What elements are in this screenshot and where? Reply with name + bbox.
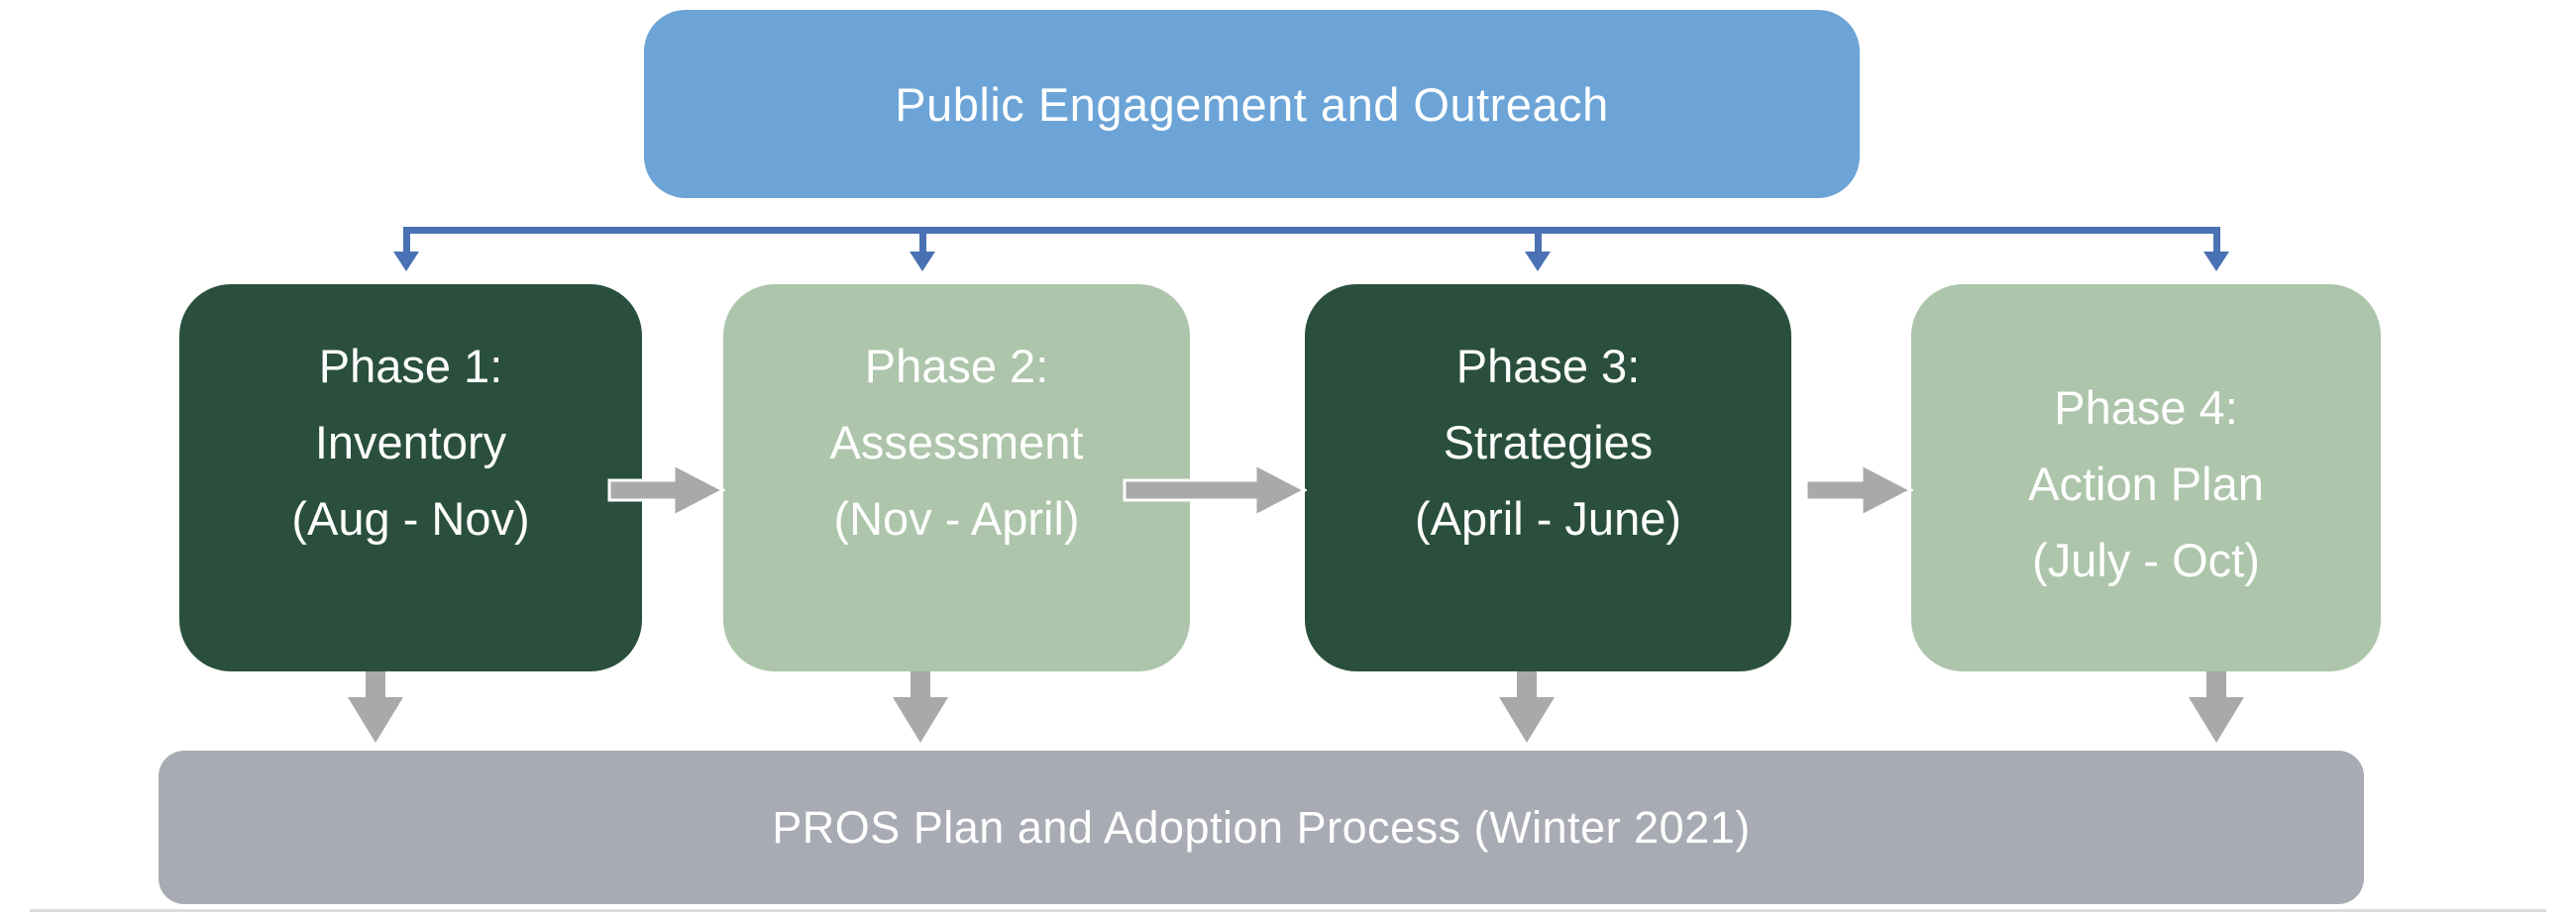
right-arrow-icon (1804, 462, 1913, 518)
blue-down-arrow-icon (393, 252, 419, 271)
right-arrow-icon (607, 462, 725, 518)
phase-4-title: Phase 4: (2054, 381, 2238, 434)
phase-2-dates: (Nov - April) (833, 492, 1080, 545)
blue-connector-stem (403, 234, 410, 252)
phase-1-name: Inventory (314, 416, 507, 468)
blue-connector-stem (919, 234, 926, 252)
phase-4-name: Action Plan (2028, 458, 2264, 510)
down-arrow-icon (2189, 671, 2244, 743)
phase-3-name: Strategies (1443, 416, 1654, 468)
blue-down-arrow-icon (2203, 252, 2229, 271)
phase-1-dates: (Aug - Nov) (291, 492, 530, 545)
phase-3-title: Phase 3: (1455, 340, 1641, 392)
phase-1-box: Phase 1: Inventory (Aug - Nov) (179, 284, 642, 671)
phase-2-title: Phase 2: (864, 340, 1049, 392)
blue-down-arrow-icon (910, 252, 935, 271)
bottom-divider (30, 909, 2546, 912)
right-arrow-icon (1123, 462, 1307, 518)
phase-2-name: Assessment (829, 416, 1084, 468)
public-engagement-label: Public Engagement and Outreach (895, 77, 1609, 131)
down-arrow-icon (1499, 671, 1555, 743)
phase-4-box: Phase 4: Action Plan (July - Oct) (1911, 284, 2381, 671)
engagement-connector-line (403, 227, 2220, 234)
pros-plan-bar: PROS Plan and Adoption Process (Winter 2… (159, 751, 2364, 904)
phase-4-dates: (July - Oct) (2032, 534, 2260, 586)
pros-plan-label: PROS Plan and Adoption Process (Winter 2… (772, 801, 1751, 853)
phase-3-box: Phase 3: Strategies (April - June) (1305, 284, 1791, 671)
phase-2-box: Phase 2: Assessment (Nov - April) (723, 284, 1190, 671)
public-engagement-box: Public Engagement and Outreach (644, 10, 1860, 198)
phase-3-dates: (April - June) (1414, 492, 1681, 545)
down-arrow-icon (348, 671, 403, 743)
down-arrow-icon (893, 671, 948, 743)
blue-connector-stem (2213, 234, 2220, 252)
blue-down-arrow-icon (1525, 252, 1551, 271)
blue-connector-stem (1535, 234, 1542, 252)
phase-1-title: Phase 1: (318, 340, 503, 392)
